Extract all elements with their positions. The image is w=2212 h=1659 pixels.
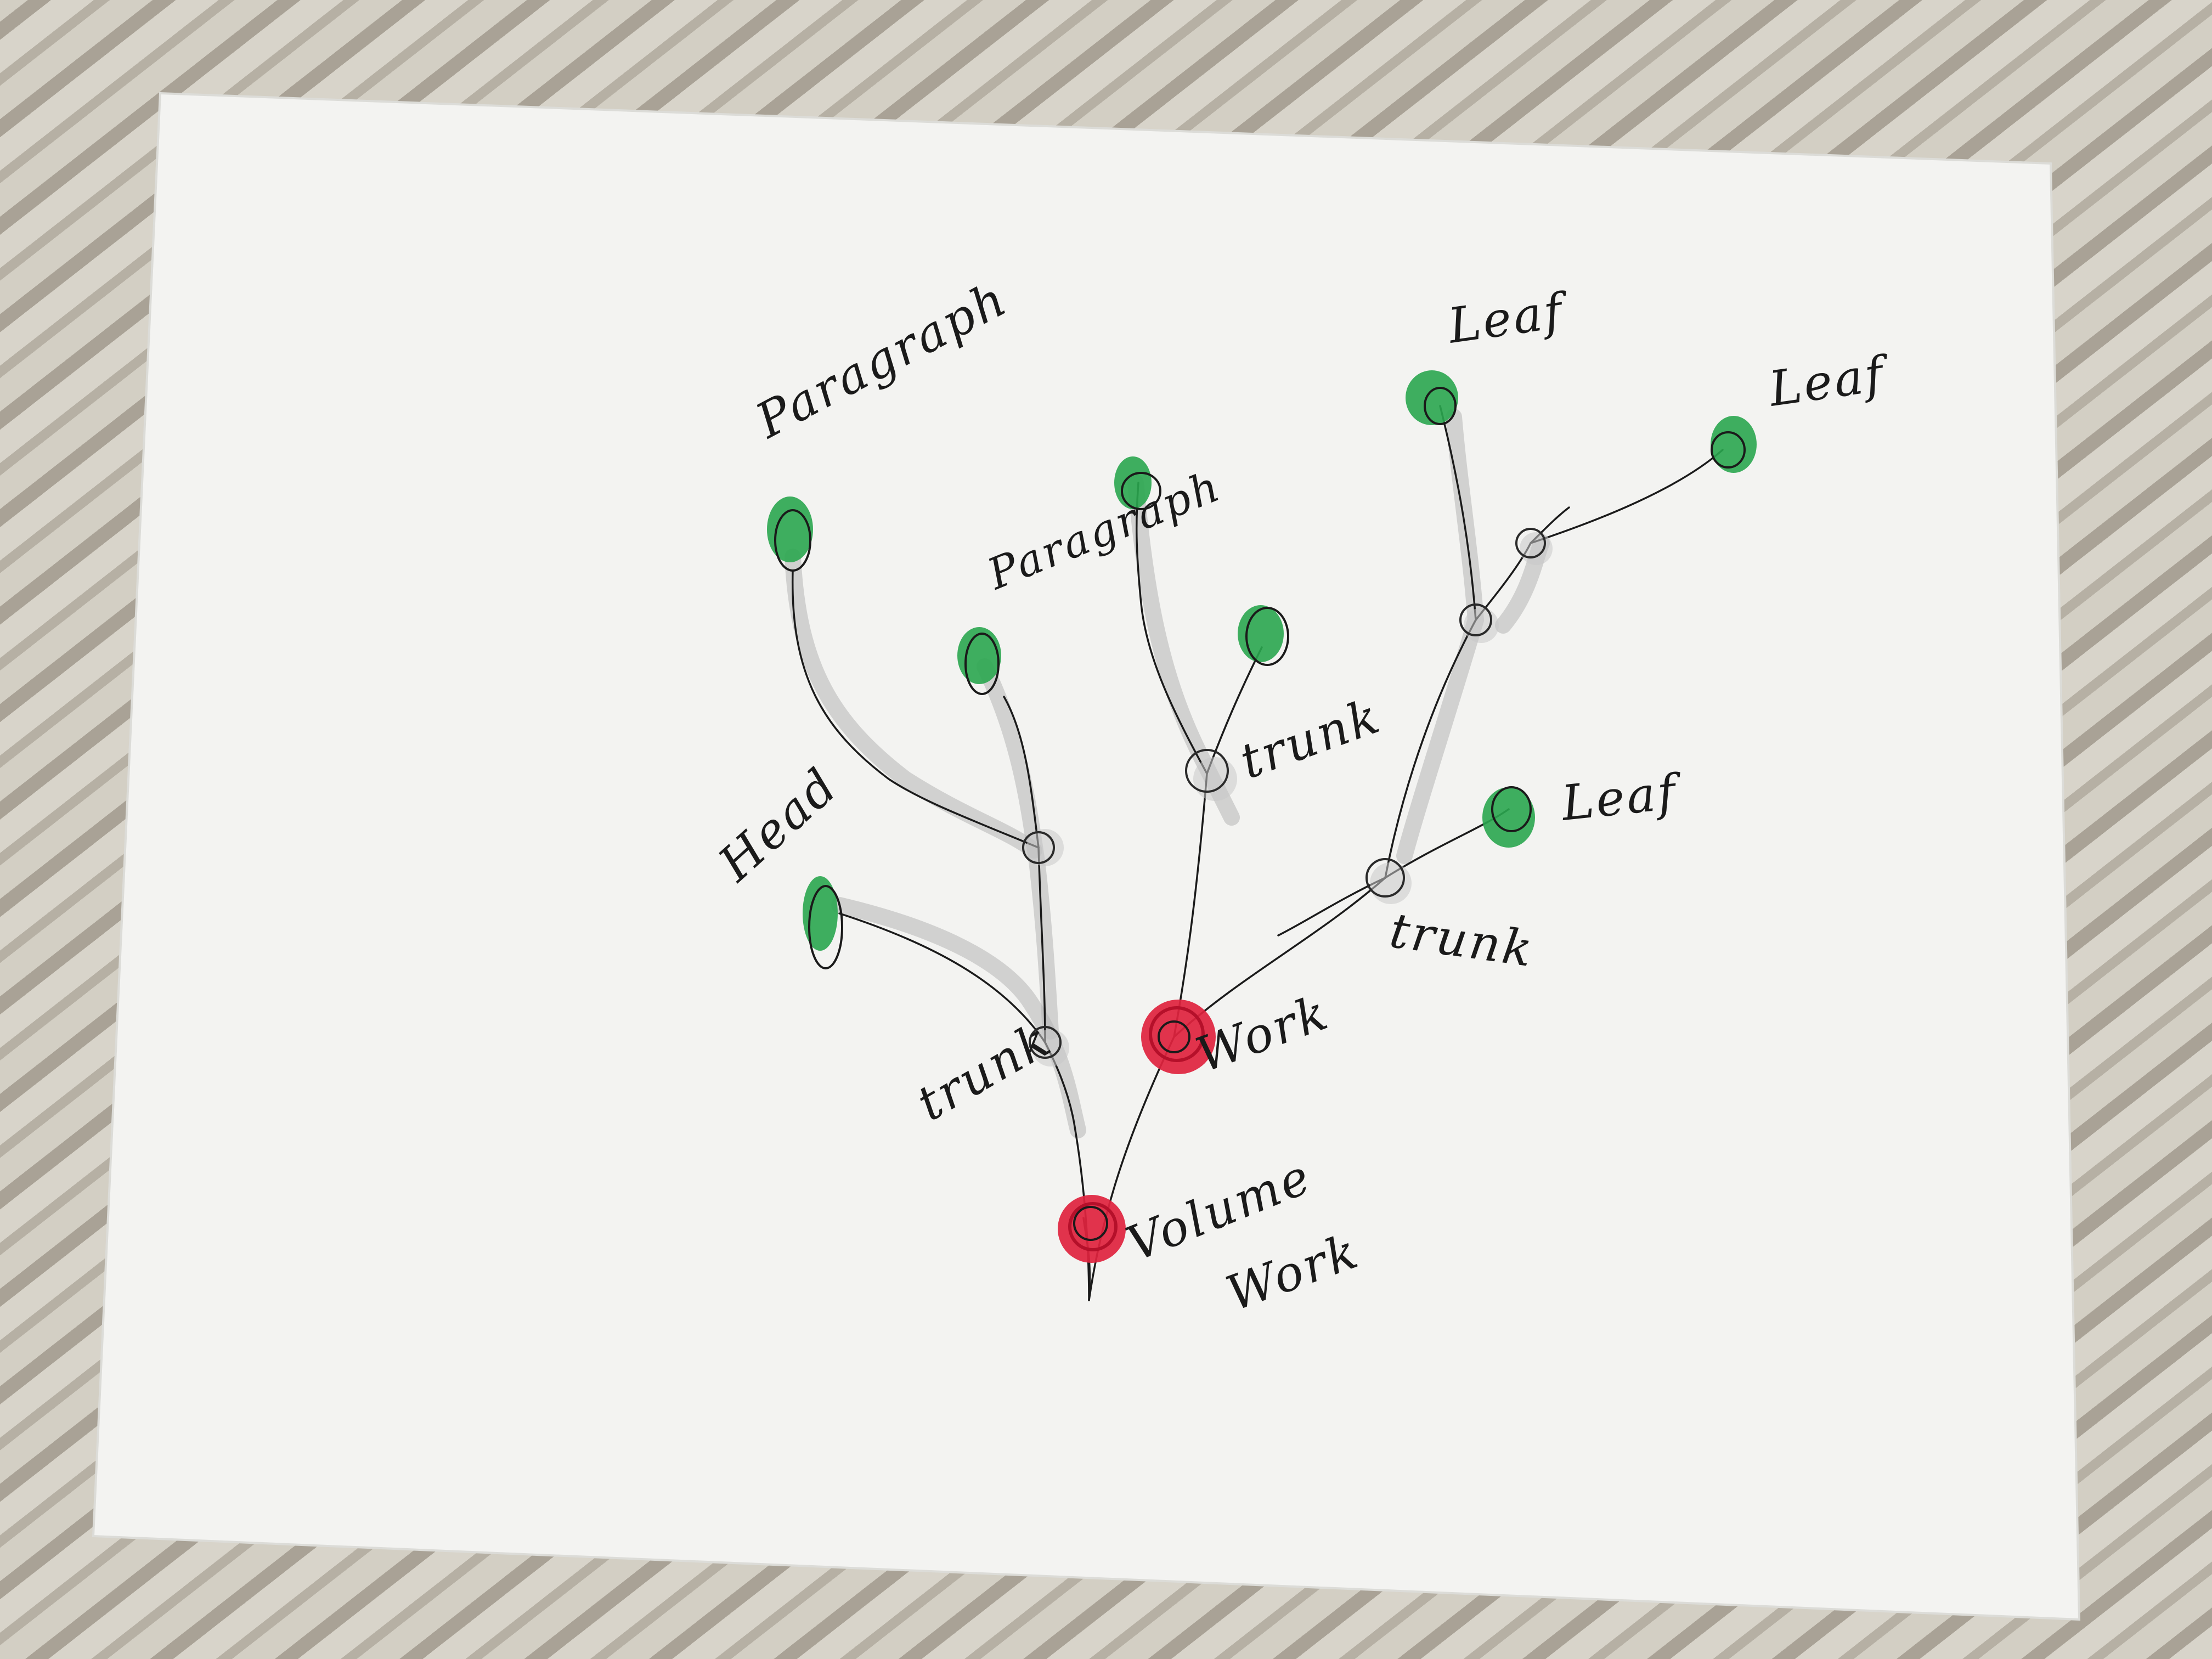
leaf-node bbox=[1406, 370, 1458, 425]
root-nodes bbox=[1058, 1000, 1216, 1263]
joint-node bbox=[1459, 603, 1492, 636]
leaf-node bbox=[1114, 456, 1161, 510]
joint-node bbox=[1022, 831, 1055, 864]
leaf-node bbox=[767, 496, 813, 572]
leaf-node bbox=[1238, 605, 1289, 666]
leaf-label-leaf-3: Leaf bbox=[1558, 763, 1685, 832]
joints bbox=[1022, 528, 1553, 1066]
work-node bbox=[1141, 1000, 1216, 1074]
leaf-nodes bbox=[767, 370, 1757, 969]
joint-node bbox=[1515, 528, 1546, 558]
leaf-node bbox=[1482, 786, 1535, 848]
joint-node bbox=[1365, 858, 1405, 898]
paper-sheet bbox=[92, 92, 2081, 1621]
branch-lines bbox=[791, 405, 1724, 1301]
joint-node bbox=[1029, 1026, 1062, 1059]
volume-node bbox=[1058, 1195, 1126, 1263]
leaf-node bbox=[1711, 416, 1757, 473]
joint-node bbox=[1185, 749, 1229, 793]
leaf-node bbox=[803, 876, 843, 969]
leaf-node bbox=[957, 627, 1001, 695]
